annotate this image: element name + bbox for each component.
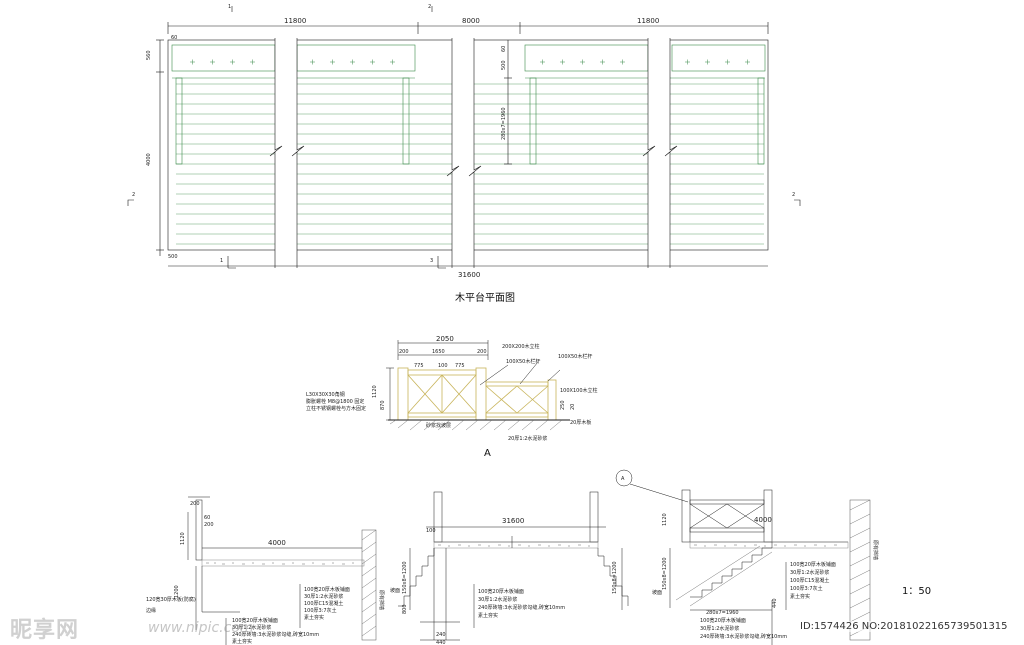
railing-height-3: 250 xyxy=(560,400,566,410)
railing-height-2: 870 xyxy=(380,400,386,410)
s1-layer-b1: 100宽20厚木板铺面 xyxy=(232,617,278,624)
s3-layer-b1: 100宽20厚木板铺面 xyxy=(700,617,746,624)
railing-dim-b: 100 xyxy=(438,363,448,369)
plan-section-1-bottom: 1 xyxy=(220,258,223,264)
s1-layer-5: 素土夯实 xyxy=(304,614,324,621)
railing-note-top-3: 100X50木栏杆 xyxy=(558,353,592,360)
s1-label-left2: 边缘 xyxy=(146,607,156,614)
section-1 xyxy=(187,496,377,645)
s2-dim-h: 150x8=1200 xyxy=(402,561,408,594)
s3-dim-h: 1120 xyxy=(662,513,668,526)
s2-dim-r: 150x8=1200 xyxy=(612,561,618,594)
railing-dim-mid: 1650 xyxy=(432,349,445,355)
plan-title: 木平台平面图 xyxy=(455,291,515,304)
plan-section-2-left: 2 xyxy=(132,192,135,198)
s1-dim-b: 200 xyxy=(204,522,214,528)
railing-note-left-1: L30X30X30角钢 xyxy=(306,391,345,398)
s3-layer-b3: 240厚砖墙:3水泥砂浆勾缝,砖宽10mm xyxy=(700,633,787,640)
s1-layer-b2: 30厚1:2水泥砂浆 xyxy=(232,624,271,631)
s2-dim-b2: 240 xyxy=(436,632,446,638)
railing-detail xyxy=(386,340,570,431)
plan-dim-top-3: 11800 xyxy=(637,17,659,25)
s2-layer-3: 240厚砖墙:3水泥砂浆勾缝,砖宽10mm xyxy=(478,604,565,611)
watermark-url: www.nipic.com xyxy=(148,620,254,636)
railing-note-bottom-2: 20厚1:2水泥砂浆 xyxy=(508,435,547,442)
watermark-id: ID:1574426 NO:20181022165739501315 xyxy=(800,621,1008,632)
s1-layer-b3: 240厚砖墙:3水泥砂浆勾缝,砖宽10mm xyxy=(232,631,319,638)
s1-label-left: 120宽30厚木板(防腐) xyxy=(146,596,196,603)
s1-dim-w: 4000 xyxy=(268,539,286,547)
s3-layer-4: 100厚3:7灰土 xyxy=(790,585,823,592)
s1-layer-1: 100宽20厚木板铺面 xyxy=(304,586,350,593)
plan-dim-top-1: 11800 xyxy=(284,17,306,25)
s3-dim-w: 4000 xyxy=(754,516,772,524)
plan-stars xyxy=(190,59,750,65)
s2-dim-w: 31600 xyxy=(502,517,524,525)
railing-note-bottom-1: 砂浆找坡层 xyxy=(426,422,451,429)
s3-layer-3: 100厚C15混凝土 xyxy=(790,577,829,584)
s1-layer-2: 30厚1:2水泥砂浆 xyxy=(304,593,343,600)
s1-dim-h: 1120 xyxy=(180,532,186,545)
plan-section-2-right: 2 xyxy=(792,192,795,198)
s2-label-left: 坡面 xyxy=(390,587,400,594)
s2-dim-top: 100 xyxy=(426,528,436,534)
s3-layer-5: 素土夯实 xyxy=(790,593,810,600)
s1-dim-top: 200 xyxy=(190,501,200,507)
s3-callout: A xyxy=(621,476,625,482)
s3-dim-stair: 150x8=1200 xyxy=(662,557,668,590)
s2-layer-4: 素土夯实 xyxy=(478,612,498,619)
s1-layer-4: 100厚3:7灰土 xyxy=(304,607,337,614)
railing-note-left-2: 膨胀螺栓 M8@1800 固定 xyxy=(306,398,364,405)
plan-section-2-top: 2 xyxy=(428,4,431,10)
s1-wall-label: 原有挡墙 xyxy=(378,590,385,610)
section-2 xyxy=(398,491,629,641)
railing-label: A xyxy=(484,448,491,459)
plan-dim-stair-a: 500 xyxy=(501,60,507,70)
s3-label-left: 坡面 xyxy=(652,589,662,596)
railing-note-top-2: 100X50木栏杆 xyxy=(506,358,540,365)
plan-dim-left-top-small: 60 xyxy=(171,35,177,41)
s1-dim-a: 60 xyxy=(204,515,210,521)
railing-note-right-2: 20厚木板 xyxy=(570,419,591,426)
s2-layer-2: 30厚1:2水泥砂浆 xyxy=(478,596,517,603)
s3-dim-b: 440 xyxy=(772,598,778,608)
plan-section-1-top: 1 xyxy=(228,4,231,10)
s2-layer-1: 100宽20厚木板铺面 xyxy=(478,588,524,595)
railing-dim-post-r: 200 xyxy=(477,349,487,355)
s1-layer-b4: 素土夯实 xyxy=(232,638,252,645)
railing-dim-a: 775 xyxy=(414,363,424,369)
s3-wall-label: 原有挡墙 xyxy=(872,540,879,560)
section-3 xyxy=(615,469,871,645)
s3-layer-2: 30厚1:2水泥砂浆 xyxy=(790,569,829,576)
plan-dim-left-height: 4000 xyxy=(146,153,152,166)
railing-dim-total: 2050 xyxy=(436,335,454,343)
scale-label: 1：50 xyxy=(902,586,931,597)
railing-note-right-1: 100X100木立柱 xyxy=(560,387,598,394)
plan-section-3-bottom: 3 xyxy=(430,258,433,264)
railing-dim-post-l: 200 xyxy=(399,349,409,355)
watermark-logo: 昵享网 xyxy=(10,618,80,643)
s2-dim-b3: 440 xyxy=(436,640,446,645)
s1-layer-3: 100厚C15混凝土 xyxy=(304,600,343,607)
railing-height-4: 20 xyxy=(570,404,576,410)
plan-dim-total: 31600 xyxy=(458,271,480,279)
s2-dim-b1: 800 xyxy=(402,604,408,614)
s1-dim-depth: 1200 xyxy=(174,585,180,598)
plan-dim-stair: 280x7=1960 xyxy=(501,107,507,140)
s3-layer-b2: 30厚1:2水泥砂浆 xyxy=(700,625,739,632)
plan-dim-left-top: 560 xyxy=(146,50,152,60)
plan-dim-left-bottom: 500 xyxy=(168,254,178,260)
railing-note-top-1: 200X200木立柱 xyxy=(502,343,540,350)
railing-note-left-3: 立柱不锈钢螺栓与方木固定 xyxy=(306,405,366,412)
plan-dim-stair-b: 60 xyxy=(501,46,507,52)
s3-layer-1: 100宽20厚木板铺面 xyxy=(790,561,836,568)
plan-view xyxy=(127,6,801,269)
plan-dim-top-2: 8000 xyxy=(462,17,480,25)
s3-dim-run: 280x7=1960 xyxy=(706,610,739,616)
railing-dim-c: 775 xyxy=(455,363,465,369)
railing-height-1: 1120 xyxy=(372,385,378,398)
